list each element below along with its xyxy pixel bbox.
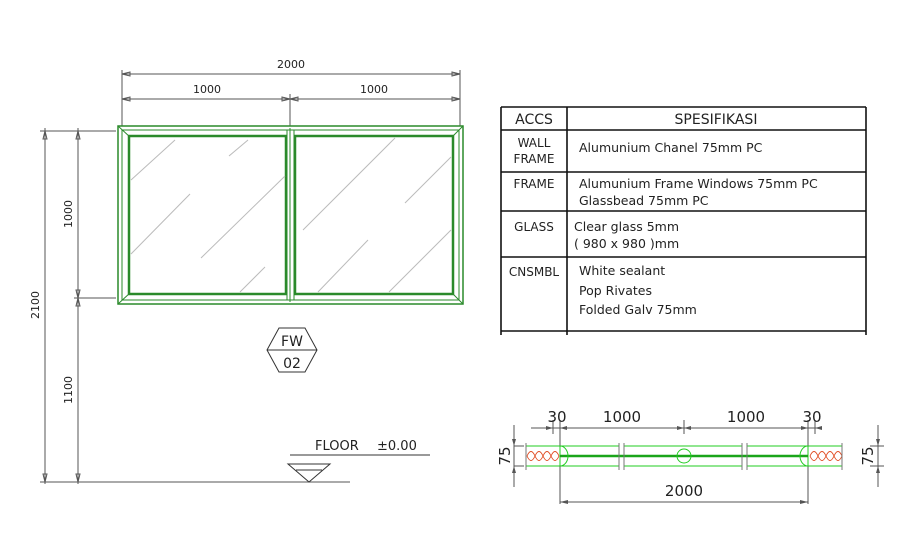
section-dim-depth-right: 75	[859, 446, 877, 465]
window-section: 30 1000 1000 30 2000 75 75	[496, 408, 884, 504]
section-dim-right-edge: 30	[802, 408, 821, 426]
floor-level-value: ±0.00	[377, 439, 417, 454]
row-spec: Alumunium Frame Windows 75mm PC	[579, 176, 818, 191]
row-spec: Clear glass 5mm	[574, 219, 679, 234]
left-glass-pane	[127, 134, 288, 296]
floor-level-symbol	[286, 463, 332, 483]
tag-code: FW	[281, 334, 303, 350]
section-dim-depth-left: 75	[496, 446, 514, 465]
floor-level: FLOOR ±0.00	[40, 439, 430, 483]
section-dim-left-edge: 30	[547, 408, 566, 426]
section-dim-left-span: 1000	[603, 408, 641, 426]
row-spec: White sealant	[579, 263, 665, 278]
dim-left-pane-width: 1000	[193, 83, 221, 96]
row-accs: GLASS	[514, 220, 554, 234]
row-spec: Pop Rivates	[579, 283, 652, 298]
spec-table: ACCS SPESIFIKASI WALL FRAME Alumunium Ch…	[500, 106, 867, 335]
top-dimensions: 2000 1000 1000	[121, 58, 461, 126]
floor-label: FLOOR	[315, 439, 359, 454]
dim-total-height: 2100	[29, 291, 42, 319]
row-spec: Folded Galv 75mm	[579, 302, 697, 317]
dim-window-height: 1000	[62, 200, 75, 228]
section-dim-total: 2000	[665, 482, 703, 500]
dim-right-pane-width: 1000	[360, 83, 388, 96]
row-accs: FRAME	[514, 152, 555, 166]
dim-sill-height: 1100	[62, 376, 75, 404]
header-accs: ACCS	[515, 112, 553, 128]
window-tag: FW 02	[266, 327, 318, 373]
left-dimensions: 2100 1000 1100	[29, 128, 116, 484]
row-spec: Glassbead 75mm PC	[579, 193, 709, 208]
row-spec: ( 980 x 980 )mm	[574, 236, 679, 251]
window-elevation	[117, 125, 464, 305]
tag-number: 02	[283, 356, 301, 372]
insulation-hatch	[526, 451, 843, 461]
header-spesifikasi: SPESIFIKASI	[675, 112, 758, 128]
dim-overall-width: 2000	[277, 58, 305, 71]
right-glass-pane	[293, 134, 455, 296]
row-accs: CNSMBL	[509, 265, 560, 279]
section-dim-right-span: 1000	[727, 408, 765, 426]
row-accs: FRAME	[514, 177, 555, 191]
row-spec: Alumunium Chanel 75mm PC	[579, 140, 763, 155]
row-accs: WALL	[518, 136, 551, 150]
